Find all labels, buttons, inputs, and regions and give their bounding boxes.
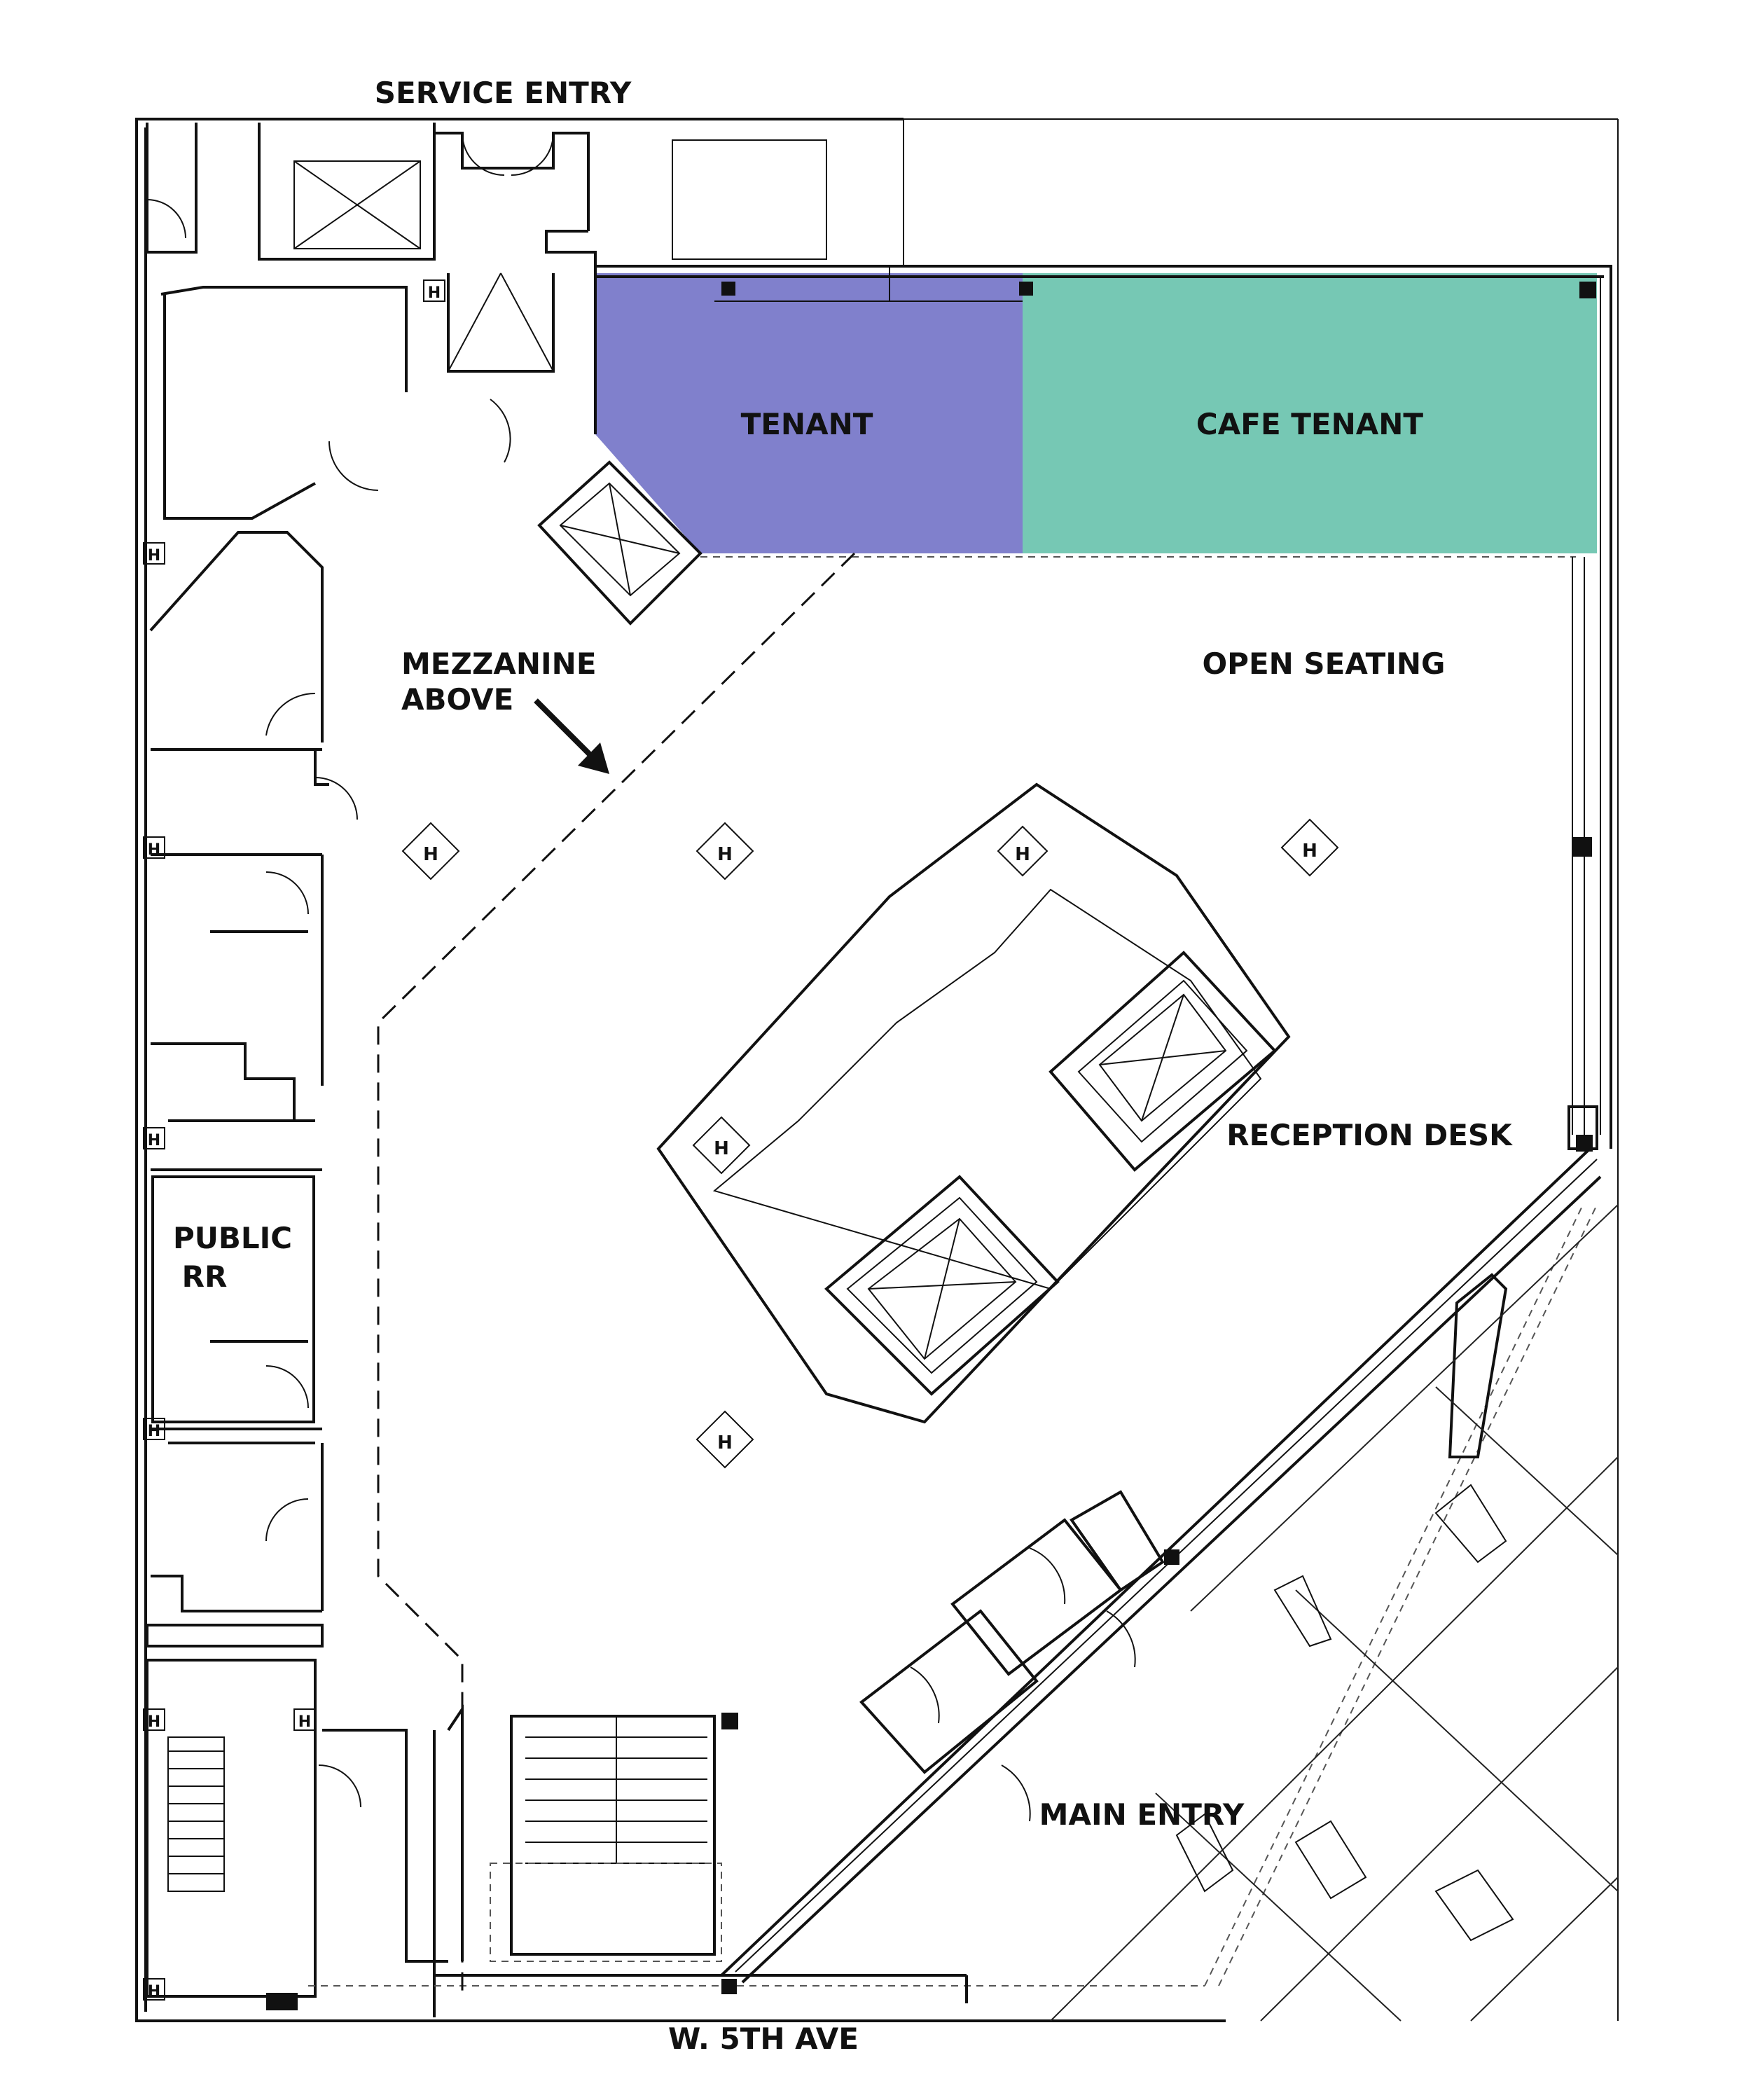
wall-h-markers: H H H H H H H H (143, 279, 445, 2001)
elevator-icon (537, 460, 703, 626)
direction-arrow-icon (534, 698, 609, 774)
public-rr-label-line2: RR (182, 1259, 228, 1294)
hose-mark: H (714, 1138, 729, 1159)
cafe-tenant-label: CAFE TENANT (1196, 407, 1423, 441)
hose-mark: H (717, 844, 733, 865)
street-label: W. 5TH AVE (668, 2022, 859, 2056)
service-entry-label: SERVICE ENTRY (375, 76, 632, 110)
hose-mark: H (148, 1713, 160, 1731)
main-entry-label: MAIN ENTRY (1039, 1797, 1245, 1832)
reception-desk-label: RECEPTION DESK (1226, 1118, 1513, 1152)
mezzanine-label: MEZZANINE (401, 647, 597, 681)
mezzanine-outline (377, 552, 856, 1996)
plaza-paving (1050, 1204, 1619, 2022)
public-rr-label: PUBLIC (173, 1221, 292, 1255)
door-swing-icon (146, 132, 554, 1808)
hose-mark: H (148, 841, 160, 859)
hose-mark: H (148, 1983, 160, 2001)
hose-mark: H (1302, 841, 1317, 862)
tenant-zone[interactable] (595, 273, 1023, 553)
stair-icon (490, 1715, 722, 1962)
hose-mark: H (148, 1423, 160, 1440)
stair-icon (167, 1736, 225, 1892)
hose-mark: H (298, 1713, 311, 1731)
elevator-icon (867, 1217, 1017, 1360)
cafe-tenant-zone[interactable] (1023, 273, 1597, 553)
hose-mark: H (148, 1132, 160, 1149)
mezzanine-label-line2: ABOVE (401, 682, 513, 717)
column-icon (266, 282, 1596, 2010)
diagonal-facade (720, 1105, 1602, 1987)
hose-mark: H (1015, 844, 1030, 865)
reception-island (656, 782, 1291, 1424)
open-seating-label: OPEN SEATING (1202, 647, 1445, 681)
tenant-label: TENANT (741, 407, 873, 441)
hose-mark: H (428, 284, 441, 302)
hose-mark: H (717, 1432, 733, 1453)
hose-cabinet-icon: H H H H H H (401, 818, 1339, 1469)
hose-mark: H (423, 844, 438, 865)
tenant-zones (595, 273, 1597, 553)
hose-mark: H (148, 547, 160, 565)
elevator-icon (1098, 993, 1227, 1122)
